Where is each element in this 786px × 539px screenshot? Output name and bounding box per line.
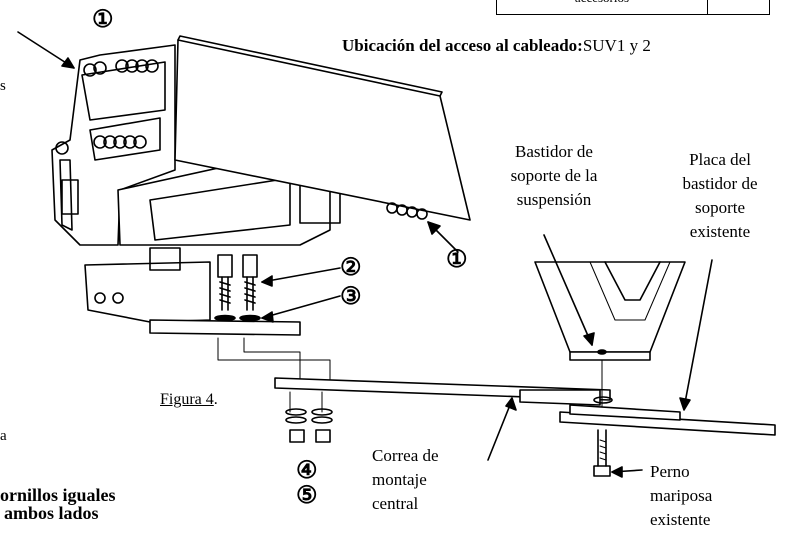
label-perno-mariposa: Perno mariposa existente	[650, 462, 713, 529]
label-bastidor-soporte: Bastidor de soporte de la suspensión	[510, 142, 598, 209]
washer-stack-mid	[55, 135, 147, 155]
wiring-access-value: SUV1 y 2	[582, 36, 651, 55]
bolts	[214, 254, 261, 322]
washer-stack-top	[83, 59, 159, 77]
label-placa-bastidor: Placa del bastidor de soporte existente	[682, 150, 758, 241]
table-divider	[707, 0, 708, 14]
callout-4: ④	[296, 458, 318, 484]
callout-2: ②	[340, 255, 362, 281]
bottom-note: tornillos iguales ambos lados	[0, 485, 116, 523]
figure-caption: Figura 4.	[160, 391, 218, 408]
left-fragment-a: a	[0, 428, 7, 444]
wiring-access-line: Ubicación del acceso al cableado:SUV1 y …	[342, 34, 651, 58]
callout-3: ③	[340, 284, 362, 310]
label-correa-montaje: Correa de montaje central	[372, 446, 439, 513]
table-cell-text: accesorios	[497, 0, 707, 6]
callout-1-right: ①	[446, 247, 468, 273]
table-fragment: accesorios	[496, 0, 770, 15]
callout-5: ⑤	[296, 483, 318, 509]
wiring-access-label: Ubicación del acceso al cableado:	[342, 36, 583, 55]
left-fragment-s: s	[0, 78, 6, 94]
callout-1-top: ①	[92, 7, 114, 33]
washer-stack-right	[386, 202, 428, 220]
